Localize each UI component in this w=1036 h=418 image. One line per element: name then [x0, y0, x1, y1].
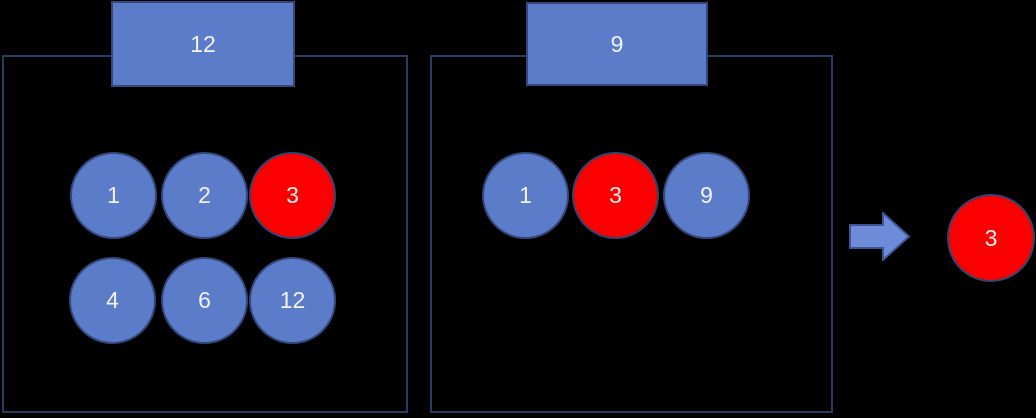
set-label-12: 12 — [111, 1, 295, 87]
factor-value: 3 — [609, 182, 622, 208]
factor-circle: 9 — [663, 152, 750, 239]
result-value: 3 — [984, 224, 998, 251]
factor-value: 4 — [106, 287, 119, 313]
factor-value: 3 — [286, 182, 299, 208]
factor-circle: 2 — [161, 152, 248, 239]
factor-circle: 12 — [249, 257, 336, 344]
set-label-12-text: 12 — [190, 30, 216, 57]
right-arrow-icon — [849, 212, 911, 261]
factor-value: 9 — [700, 182, 713, 208]
factor-circle: 1 — [70, 152, 157, 239]
factor-value: 1 — [519, 182, 532, 208]
result-circle: 3 — [947, 194, 1035, 282]
set-label-9: 9 — [526, 2, 708, 86]
factor-circle: 6 — [161, 257, 248, 344]
factor-value: 1 — [107, 182, 120, 208]
factor-circle: 4 — [69, 257, 156, 344]
factor-value: 6 — [198, 287, 211, 313]
factor-circle: 1 — [482, 152, 569, 239]
factor-circle-highlighted: 3 — [249, 152, 336, 239]
set-label-9-text: 9 — [610, 30, 624, 57]
factor-value: 2 — [198, 182, 211, 208]
factor-circle-highlighted: 3 — [572, 152, 659, 239]
factor-value: 12 — [279, 287, 306, 313]
